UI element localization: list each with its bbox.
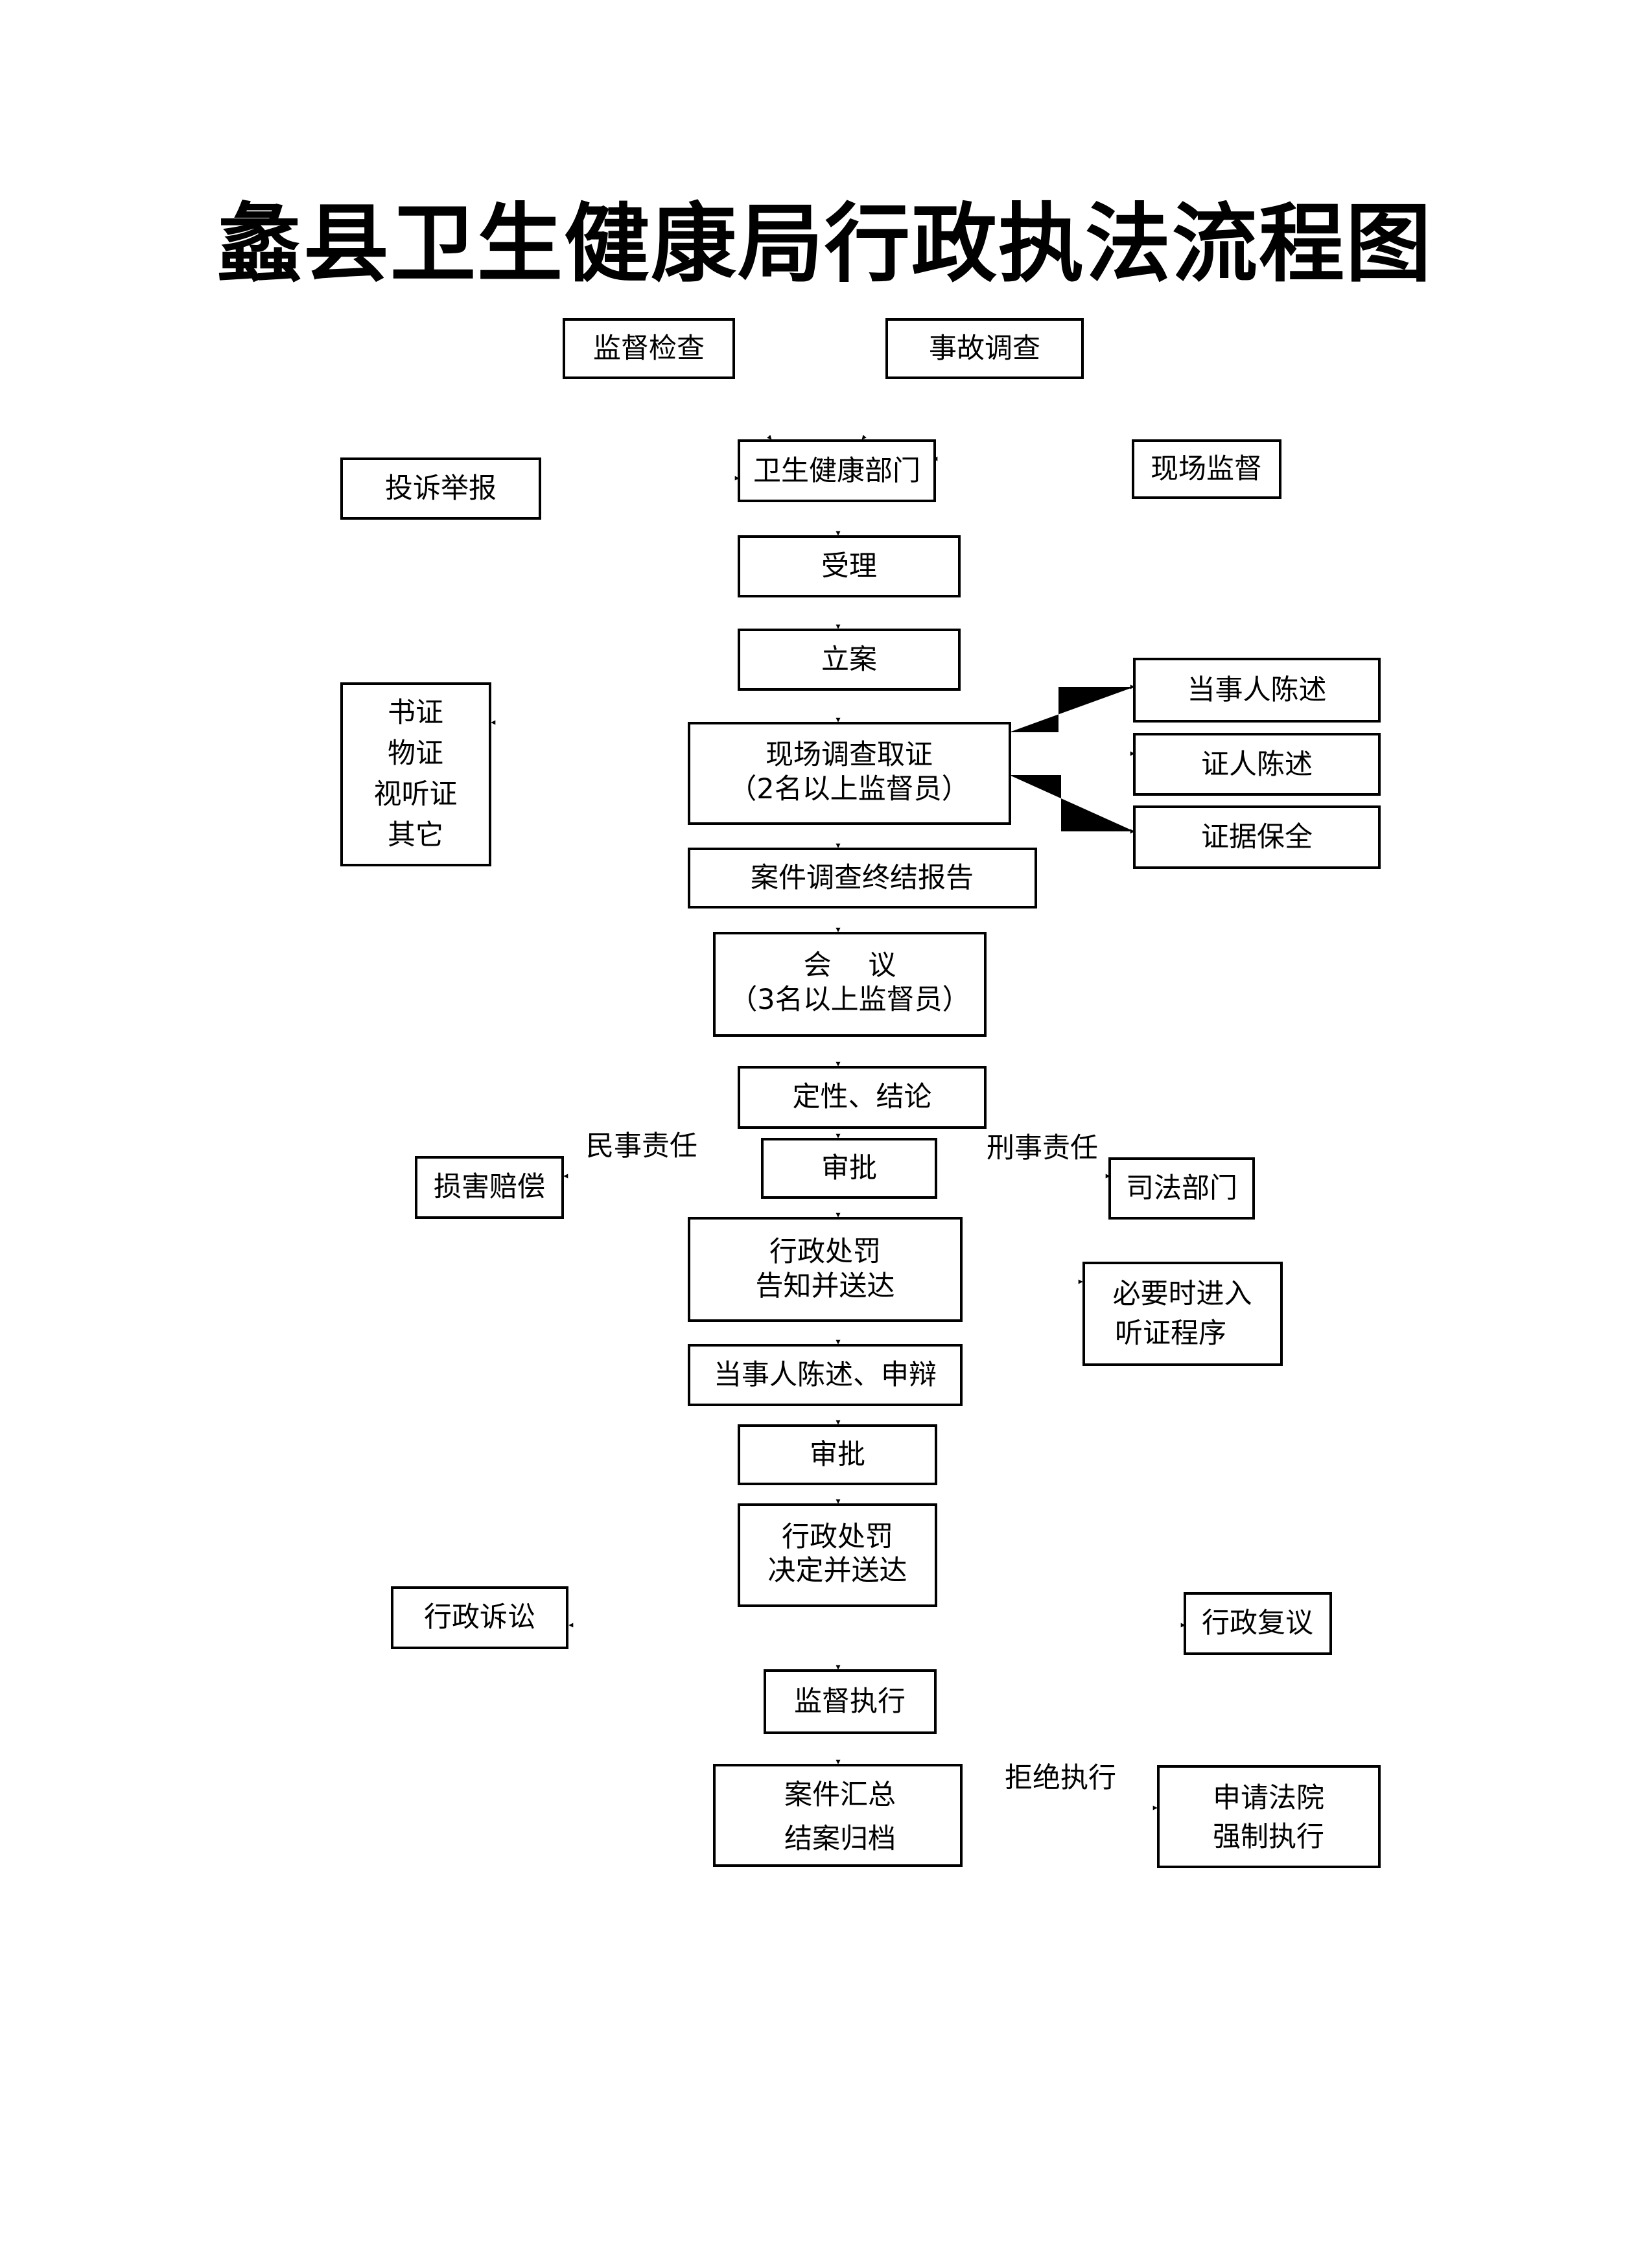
- svg-text:结案归档: 结案归档: [784, 1823, 896, 1855]
- node-acceptance: 受理: [738, 535, 961, 597]
- node-investigation-report: 案件调查终结报告: [688, 848, 1037, 908]
- node-health-department: 卫生健康部门: [738, 439, 936, 502]
- svg-text:必要时进入: 必要时进入: [1113, 1278, 1252, 1310]
- edge-inspection-to-department: [767, 434, 772, 440]
- node-evidence-preservation: 证据保全: [1133, 805, 1381, 869]
- svg-text:司法部门: 司法部门: [1126, 1172, 1237, 1205]
- svg-text:行政处罚: 行政处罚: [782, 1521, 893, 1553]
- node-supervised-execution: 监督执行: [764, 1669, 937, 1734]
- svg-text:审批: 审批: [810, 1439, 865, 1471]
- node-case-filing: 立案: [738, 629, 961, 691]
- node-hearing-procedure: 必要时进入 听证程序: [1082, 1262, 1283, 1366]
- node-case-archive: 案件汇总 结案归档: [713, 1764, 963, 1867]
- svg-text:卫生健康部门: 卫生健康部门: [753, 455, 920, 487]
- svg-text:事故调查: 事故调查: [929, 332, 1040, 365]
- svg-text:行政诉讼: 行政诉讼: [424, 1601, 535, 1634]
- svg-text:案件汇总: 案件汇总: [784, 1779, 896, 1811]
- svg-text:审批: 审批: [821, 1152, 877, 1185]
- node-penalty-decision: 行政处罚 决定并送达: [738, 1503, 937, 1607]
- node-accident-investigation: 事故调查: [885, 318, 1084, 379]
- node-party-statement: 当事人陈述: [1133, 658, 1381, 723]
- page-title: 蠡县卫生健康局行政执法流程图: [216, 194, 1433, 294]
- label-refuse-execution: 拒绝执行: [1005, 1762, 1116, 1794]
- svg-text:决定并送达: 决定并送达: [768, 1555, 907, 1587]
- svg-text:当事人陈述: 当事人陈述: [1187, 674, 1327, 706]
- edge-accident-to-department: [861, 434, 867, 440]
- svg-text:听证程序: 听证程序: [1115, 1317, 1226, 1350]
- node-onsite-supervision: 现场监督: [1132, 439, 1281, 499]
- svg-text:告知并送达: 告知并送达: [756, 1270, 895, 1302]
- node-judicial-department: 司法部门: [1108, 1157, 1255, 1220]
- svg-text:立案: 立案: [821, 643, 877, 676]
- node-approval-1: 审批: [761, 1138, 937, 1199]
- svg-text:视听证: 视听证: [374, 778, 458, 811]
- svg-text:证据保全: 证据保全: [1201, 821, 1313, 853]
- edge-investigation-to-party-statement: [1009, 684, 1135, 732]
- svg-text:受理: 受理: [821, 550, 877, 583]
- svg-text:损害赔偿: 损害赔偿: [434, 1171, 545, 1203]
- svg-text:证人陈述: 证人陈述: [1201, 748, 1313, 781]
- edge-investigation-to-preservation: [1009, 775, 1135, 834]
- svg-text:强制执行: 强制执行: [1213, 1821, 1324, 1853]
- svg-text:行政复议: 行政复议: [1202, 1607, 1313, 1639]
- svg-text:投诉举报: 投诉举报: [385, 472, 497, 505]
- node-evidence-types: 书证 物证 视听证 其它: [340, 682, 491, 866]
- svg-text:书证: 书证: [388, 697, 443, 729]
- svg-text:现场监督: 现场监督: [1151, 453, 1262, 485]
- node-characterization: 定性、结论: [738, 1066, 987, 1129]
- node-supervision-inspection: 监督检查: [563, 318, 735, 379]
- svg-text:行政处罚: 行政处罚: [769, 1236, 881, 1268]
- svg-text:现场调查取证: 现场调查取证: [766, 739, 933, 771]
- svg-text:监督检查: 监督检查: [593, 332, 705, 365]
- svg-text:会 议: 会 议: [804, 949, 896, 982]
- node-court-enforcement: 申请法院 强制执行: [1157, 1765, 1381, 1868]
- node-party-defense: 当事人陈述、申辩: [688, 1344, 963, 1406]
- node-penalty-notice: 行政处罚 告知并送达: [688, 1217, 963, 1322]
- svg-text:（3名以上监督员）: （3名以上监督员）: [729, 984, 970, 1016]
- node-damage-compensation: 损害赔偿: [415, 1156, 564, 1219]
- svg-text:监督执行: 监督执行: [794, 1685, 906, 1718]
- svg-text:定性、结论: 定性、结论: [793, 1081, 932, 1113]
- node-meeting: 会 议 （3名以上监督员）: [713, 932, 987, 1037]
- label-criminal-liability: 刑事责任: [987, 1132, 1098, 1164]
- node-witness-statement: 证人陈述: [1133, 733, 1381, 796]
- svg-text:案件调查终结报告: 案件调查终结报告: [751, 862, 974, 894]
- node-complaint-report: 投诉举报: [340, 457, 541, 520]
- node-onsite-investigation: 现场调查取证 （2名以上监督员）: [688, 722, 1011, 825]
- svg-text:物证: 物证: [388, 737, 443, 770]
- node-approval-2: 审批: [738, 1424, 937, 1485]
- svg-text:（2名以上监督员）: （2名以上监督员）: [729, 773, 969, 805]
- node-administrative-review: 行政复议: [1184, 1592, 1332, 1655]
- node-administrative-litigation: 行政诉讼: [391, 1586, 568, 1649]
- label-civil-liability: 民事责任: [586, 1130, 697, 1163]
- svg-text:其它: 其它: [388, 819, 443, 851]
- svg-text:当事人陈述、申辩: 当事人陈述、申辩: [714, 1359, 937, 1391]
- svg-text:申请法院: 申请法院: [1213, 1782, 1324, 1814]
